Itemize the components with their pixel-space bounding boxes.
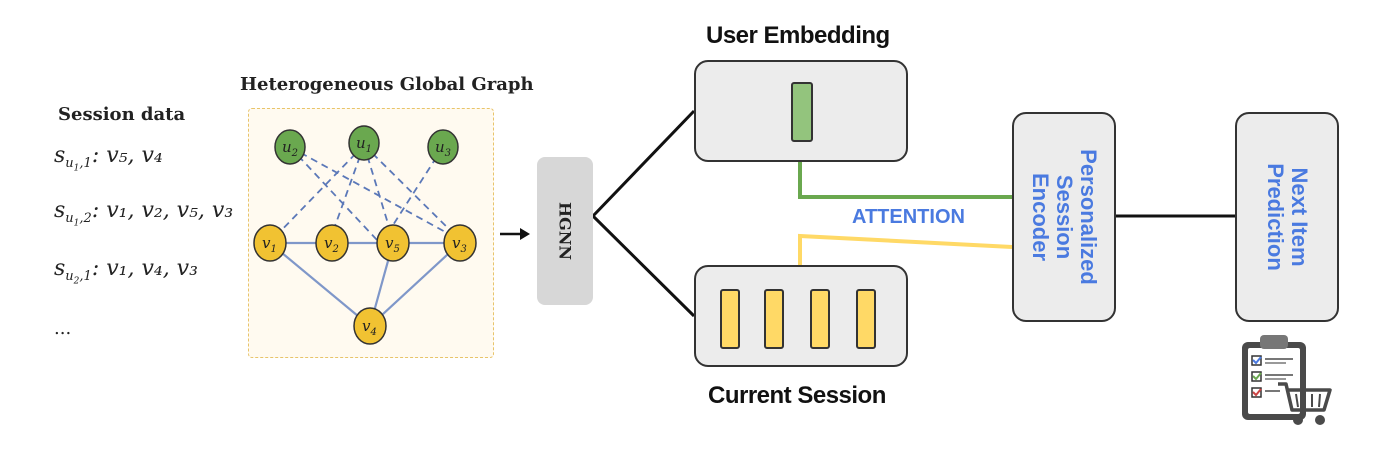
edge-u1-v1 (271, 144, 365, 241)
attention-label: ATTENTION (852, 206, 965, 228)
node-v1-label: v1 (262, 234, 277, 255)
graph-title: Heterogeneous Global Graph (240, 74, 534, 95)
node-v4-label: v4 (362, 317, 377, 338)
current-session-title: Current Session (708, 382, 886, 409)
node-u1 (348, 125, 380, 161)
graph-to-hgnn-arrow (500, 228, 530, 240)
next-item-prediction-box: Next Item Prediction (1235, 112, 1339, 322)
edge-u3-v5 (385, 146, 444, 237)
session-item-bar-4 (856, 289, 876, 349)
session-attention-line (798, 233, 1013, 265)
session-line-2: su1,2: v₁, v₂, v₅, v₃ (54, 198, 234, 229)
hgnn-label: HGNN (555, 201, 575, 261)
node-u3-label: u3 (435, 138, 451, 159)
hgnn-to-session-line (591, 214, 696, 318)
session-ellipsis: ... (54, 318, 72, 339)
node-u3 (427, 129, 459, 165)
item-nodes: v1 v2 v5 v3 v4 (253, 224, 477, 345)
node-v4 (353, 307, 387, 345)
user-embedding-bar (791, 82, 813, 142)
edge-u2-v5 (289, 146, 378, 241)
clipboard-cart-icon (1242, 335, 1332, 425)
node-u1-label: u1 (356, 134, 372, 155)
edge-u1-v5 (363, 144, 394, 241)
node-v2-label: v2 (324, 234, 339, 255)
user-item-edges (271, 144, 461, 241)
node-v2 (315, 224, 349, 262)
edge-u2-v3 (289, 146, 461, 241)
current-session-box (694, 265, 908, 367)
prediction-label: Next Item Prediction (1263, 163, 1312, 271)
session-data-title: Session data (58, 104, 186, 125)
session-item-bar-1 (720, 289, 740, 349)
session-line-3: su2,1: v₁, v₄, v₃ (54, 256, 198, 287)
node-v5 (376, 224, 410, 262)
user-embedding-title: User Embedding (706, 22, 890, 49)
session-item-bar-3 (810, 289, 830, 349)
node-v3 (443, 224, 477, 262)
edge-v1-v4 (269, 242, 371, 327)
node-v5-label: v5 (385, 234, 400, 255)
node-u2 (274, 129, 306, 165)
edge-u1-v2 (329, 144, 365, 241)
hgnn-block: HGNN (537, 157, 593, 305)
hgnn-to-user-line (591, 109, 696, 218)
node-u2-label: u2 (282, 138, 298, 159)
user-embedding-box (694, 60, 908, 162)
personalized-session-encoder-box: Personalized Session Encoder (1012, 112, 1116, 322)
session-line-1: su1,1: v₅, v₄ (54, 143, 163, 174)
node-v1 (253, 224, 287, 262)
edge-u1-v3 (363, 144, 461, 241)
user-attention-line (798, 162, 1012, 199)
node-v3-label: v3 (452, 234, 467, 255)
user-nodes: u2 u1 u3 (274, 125, 459, 165)
edge-v3-v4 (369, 242, 461, 327)
encoder-label: Personalized Session Encoder (1028, 149, 1101, 285)
session-item-bar-2 (764, 289, 784, 349)
